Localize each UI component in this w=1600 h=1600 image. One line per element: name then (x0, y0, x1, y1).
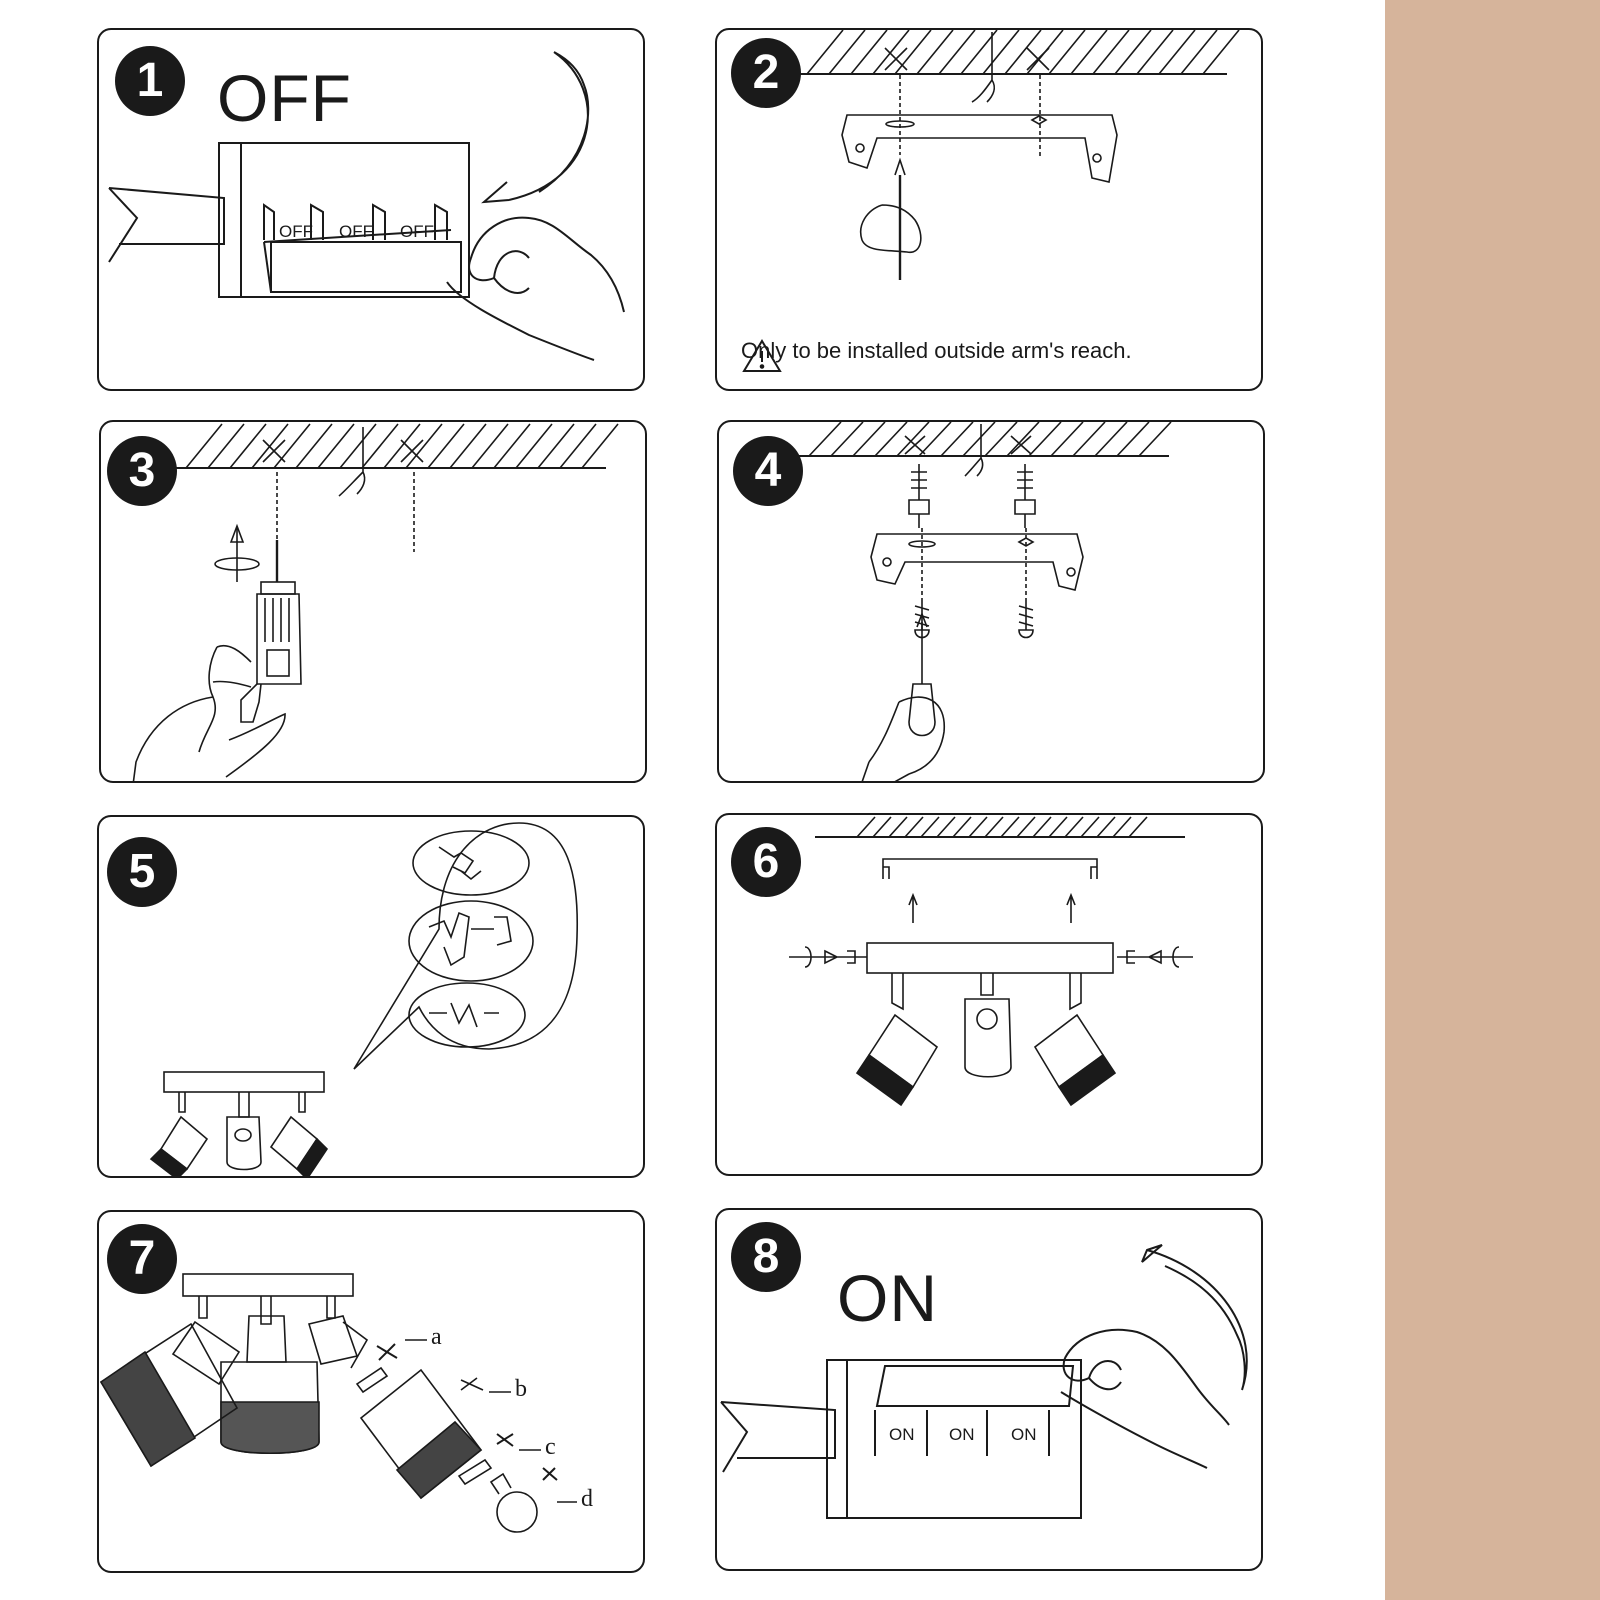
switch-state-label: OFF (217, 61, 352, 135)
warning-text: Only to be installed outside arm's reach… (741, 338, 1132, 363)
switch-state-label: ON (837, 1261, 938, 1335)
step-4-illustration (799, 422, 1172, 781)
step-7-illustration: a b c d (99, 1273, 593, 1533)
step-number-badge: 5 (107, 837, 177, 907)
step-number-badge: 4 (733, 436, 803, 506)
step-5-panel: 5 (97, 815, 645, 1178)
breaker-switch-label: OFF (339, 222, 373, 241)
step-2-panel: 2 Only to be installed outside arm's rea… (715, 28, 1263, 391)
step-5-illustration (149, 822, 579, 1176)
step-6-illustration (789, 816, 1193, 1107)
step-number-badge: 8 (731, 1222, 801, 1292)
warning-note: Only to be installed outside arm's reach… (741, 338, 1132, 372)
breaker-switch-label: OFF (279, 222, 313, 241)
step-8-panel: ON ON ON 8 ON (715, 1208, 1263, 1571)
part-label: c (545, 1434, 556, 1460)
step-6-panel: 6 (715, 813, 1263, 1176)
step-1-panel: OFF OFF OFF 1 OFF (97, 28, 645, 391)
step-number-badge: 2 (731, 38, 801, 108)
step-number-badge: 6 (731, 827, 801, 897)
step-3-illustration (132, 423, 619, 781)
step-3-panel: 3 (99, 420, 647, 783)
step-4-panel: 4 (717, 420, 1265, 783)
step-2-illustration (797, 30, 1240, 280)
step-7-panel: a b c d 7 (97, 1210, 645, 1573)
breaker-switch-label: ON (889, 1425, 915, 1444)
step-number-badge: 1 (115, 46, 185, 116)
step-number-badge: 7 (107, 1224, 177, 1294)
step-number-badge: 3 (107, 436, 177, 506)
step-8-illustration: ON ON ON (720, 1244, 1248, 1519)
part-label: b (515, 1376, 527, 1402)
breaker-switch-label: ON (949, 1425, 975, 1444)
breaker-switch-label: OFF (400, 222, 434, 241)
warning-triangle-icon (742, 339, 782, 372)
decorative-sidebar (1385, 0, 1600, 1600)
part-label: d (581, 1486, 593, 1512)
step-1-illustration: OFF OFF OFF (108, 51, 625, 361)
breaker-switch-label: ON (1011, 1425, 1037, 1444)
part-label: a (431, 1324, 442, 1350)
